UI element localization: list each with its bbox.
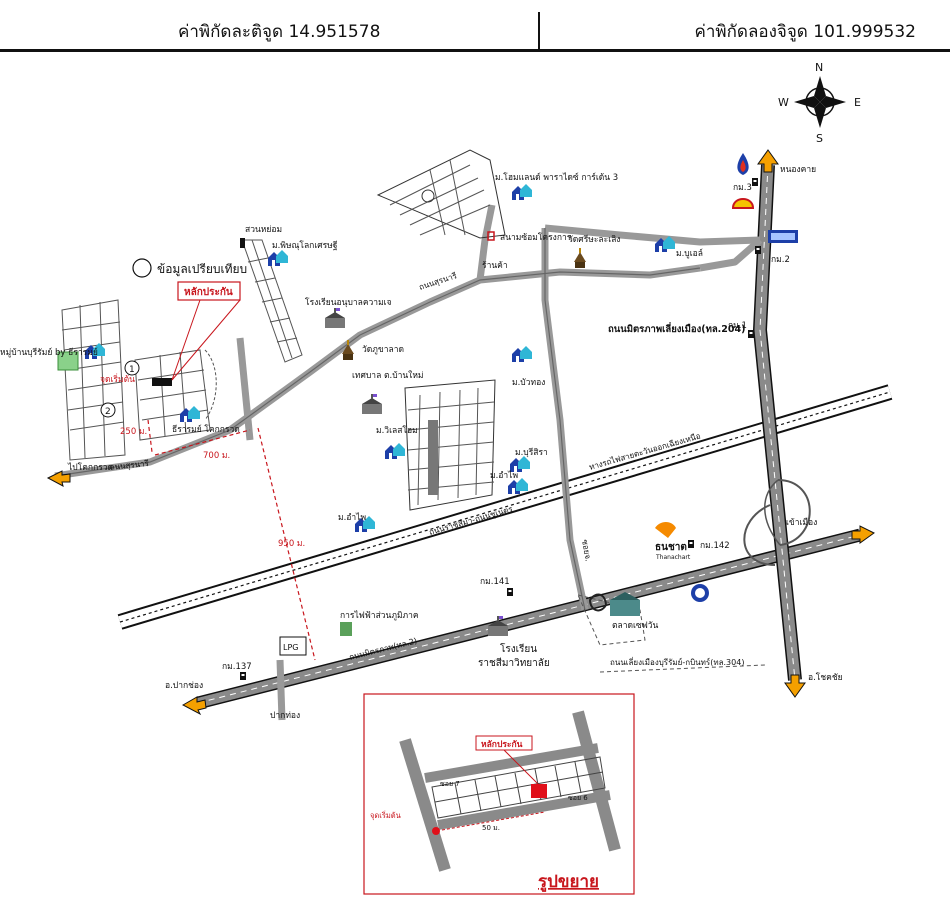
label-pak-thong: ปากท่อง — [270, 711, 300, 721]
school-icon-2 — [362, 394, 382, 414]
route-lines — [147, 419, 316, 661]
compass-e: E — [854, 96, 861, 109]
compass-rose: N S W E — [778, 61, 861, 145]
label-village-tha: ธีรารมย์ โคกกรวด — [172, 424, 240, 435]
inset-subject-plot — [531, 784, 547, 798]
label-pea: การไฟฟ้าส่วนภูมิภาค — [340, 610, 419, 621]
school-icon — [325, 308, 345, 328]
compass-n: N — [815, 61, 823, 74]
field-marker — [487, 231, 495, 241]
lpg-box — [279, 636, 307, 656]
label-km1: กม.1 — [728, 321, 747, 331]
comparison-legend: ข้อมูลเปรียบเทียบ — [132, 258, 247, 278]
label-sanam: สนามซ้อมโครงการ — [500, 232, 572, 243]
inset-soi7: ซอย 7 — [440, 780, 460, 788]
label-city: เข้าเมือง — [786, 517, 817, 528]
label-km3: กม.3 — [733, 183, 752, 193]
label-highway-204: ถนนมิตรภาพเลี่ยงเมือง(ทล.204) — [608, 321, 745, 335]
label-dist-700: 700 ม. — [203, 451, 230, 461]
shell-icon — [731, 198, 755, 209]
latitude-text: ค่าพิกัดละติจูด 14.951578 — [178, 22, 381, 42]
label-wat-phu: วัดภูขาลาด — [362, 345, 404, 355]
poi-icons — [279, 153, 798, 656]
village-grid-upper — [376, 149, 506, 239]
destination-arrows — [46, 149, 875, 716]
coordinate-header: ค่าพิกัดละติจูด 14.951578 ค่าพิกัดลองจิจ… — [0, 0, 950, 52]
inset-subject-label: หลักประกัน — [481, 739, 523, 750]
village-grid-left — [57, 299, 126, 461]
label-village-am2: ม.อำไพ — [338, 512, 366, 523]
pea-icon — [340, 622, 352, 636]
longitude-text: ค่าพิกัดลองจิจูด 101.999532 — [694, 22, 917, 42]
subject-callout-label: หลักประกัน — [184, 286, 233, 298]
label-school2b: ราชสีมาวิทยาลัย — [478, 657, 550, 669]
market-icon — [610, 600, 640, 616]
temple-icon — [574, 248, 586, 268]
compass-s: S — [816, 132, 823, 145]
marker-1 — [124, 360, 140, 376]
highway-2 — [196, 528, 862, 710]
label-pak-chong: อ.ปากช่อง — [165, 681, 203, 691]
label-shop: ร้านค้า — [482, 260, 508, 271]
label-km141: กม.141 — [480, 577, 510, 587]
subject-callout: หลักประกัน — [171, 281, 241, 381]
highway-204 — [743, 164, 811, 681]
label-suan-nong: สวนหย่อม — [245, 225, 282, 235]
compass-w: W — [778, 96, 789, 109]
label-km137: กม.137 — [222, 662, 252, 672]
label-village-home: ม.โฮมแลนด์ พาราไดซ์ การ์เด้น 3 — [495, 172, 618, 183]
inset-soi6: ซอย 6 — [568, 794, 588, 802]
label-village-kaew: ม.วิเลสโฮม — [376, 425, 418, 436]
thanachart-icon — [655, 522, 676, 538]
label-soi: ซอยจ. — [580, 539, 593, 562]
scb-icon — [588, 593, 608, 612]
label-lpg: LPG — [283, 643, 298, 652]
label-school2: โรงเรียน — [500, 642, 537, 655]
inset-panel: หลักประกัน จุดเริ่มต้น ซอย 7 ซอย 6 50 ม.… — [363, 693, 635, 895]
label-dist-950: 950 ม. — [278, 539, 305, 549]
inset-dist: 50 ม. — [482, 824, 500, 832]
label-village-am: ม.อำไพ — [490, 470, 518, 481]
village-grid-vertical — [240, 238, 303, 363]
label-highway-304: ถนนเลี่ยงเมืองบุรีรัมย์-กบินทร์(ทล.304) — [610, 656, 744, 667]
label-market: ตลาดเซฟวัน — [612, 621, 658, 631]
label-km2: กม.2 — [771, 255, 790, 265]
label-school-anuban: โรงเรียนอนุบาลความเจ — [305, 297, 392, 308]
inset-start-point — [432, 827, 440, 835]
label-wat-si: วัดศรีษะละเลิง — [568, 234, 620, 245]
label-chok-chai: อ.โชคชัย — [808, 672, 843, 683]
label-thanachart: ธนชาต — [655, 542, 687, 553]
label-thanachart-sub: Thanachart — [655, 554, 691, 561]
label-nong-khai: หนองคาย — [780, 165, 816, 175]
label-dist-250: 250 ม. — [120, 427, 147, 437]
inset-title: รูปขยาย — [538, 872, 599, 893]
village-grid-center — [404, 379, 496, 511]
railway-line — [117, 384, 893, 630]
marker-2 — [100, 402, 116, 418]
svg-text:2: 2 — [105, 407, 111, 417]
comparison-legend-label: ข้อมูลเปรียบเทียบ — [157, 262, 247, 277]
label-village-bua: ม.บัวทอง — [512, 378, 545, 388]
label-km142: กม.142 — [700, 541, 730, 551]
label-point-start: จุดเริ่มต้น — [100, 373, 135, 385]
svg-text:1: 1 — [129, 365, 135, 375]
label-village-buri: ม.บุรีสิรา — [515, 447, 548, 458]
label-to-left: ไปโคกกรวด — [67, 462, 113, 473]
label-village-left: หมู่บ้านบุรีรัมย์ by ธีรารมย์ — [0, 347, 98, 358]
inset-start-label: จุดเริ่มต้น — [370, 810, 401, 820]
label-tessaban: เทศบาล ต.บ้านใหม่ — [352, 370, 424, 381]
label-suranari-lower: ถนนสุรนารี — [109, 459, 150, 472]
label-village-ph: ม.พิษณุโลกเศรษฐี — [272, 240, 338, 251]
label-ban-u: ม.บูเอล์ — [676, 248, 703, 259]
header-divider — [538, 12, 540, 50]
